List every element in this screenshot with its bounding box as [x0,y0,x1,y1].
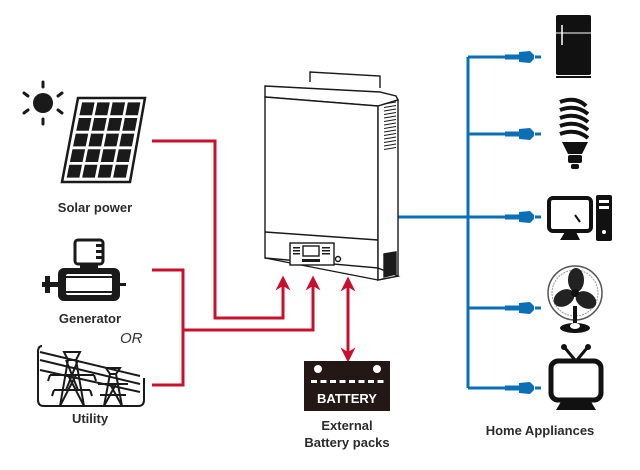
solar-cell [82,164,98,178]
tv-icon [548,344,604,410]
solar-cell [110,102,126,116]
solar-cell [100,149,116,162]
output-wiring [398,57,470,388]
home-appliances-label: Home Appliances [485,423,595,438]
solar-cell [88,133,104,147]
solar-cell [125,102,141,116]
battery-icon: BATTERY [304,361,390,411]
solar-cell [116,149,132,162]
input-wiring [152,139,356,387]
or-text: OR [120,330,143,347]
utility-label: Utility [71,411,109,426]
fridge-icon [556,15,591,78]
solar-cell [69,149,86,162]
solar-panel-icon [60,96,147,184]
grid-line [183,275,321,332]
solar-cell [113,164,129,178]
solar-cell [103,133,119,147]
solar-cell [76,118,92,131]
solar-cell [73,133,89,147]
solar-line [152,139,291,320]
solar-cell [97,164,113,178]
utility-icon [37,345,145,407]
fan-icon [547,265,603,333]
light-bulb-icon [559,97,590,169]
plug-connector-television [468,382,541,394]
solar-cell [122,118,138,131]
solar-cell [66,164,82,178]
solar-cell [91,118,107,131]
generator-label: Generator [58,311,122,326]
plug-connector-light-bulb [468,128,541,140]
plug-connector-fan [468,302,541,314]
generator-icon [42,238,126,301]
battery-label-line1: External [321,418,373,433]
appliance-branches [468,51,541,394]
plug-connector-refrigerator [468,51,541,63]
solar-cell [94,102,110,116]
generator-line [152,268,185,387]
battery-label-line2: Battery packs [304,435,390,450]
solar-power-icon [22,80,147,184]
computer-icon [547,195,612,241]
solar-cell [85,149,101,162]
plug-connector-computer [468,211,541,223]
solar-power-label: Solar power [57,200,133,215]
solar-cell [79,102,95,116]
solar-cell [106,118,123,131]
sun-icon [22,80,64,126]
inverter-icon[interactable] [264,71,401,281]
battery-icon-text: BATTERY [317,391,377,406]
solar-cell [119,133,135,147]
